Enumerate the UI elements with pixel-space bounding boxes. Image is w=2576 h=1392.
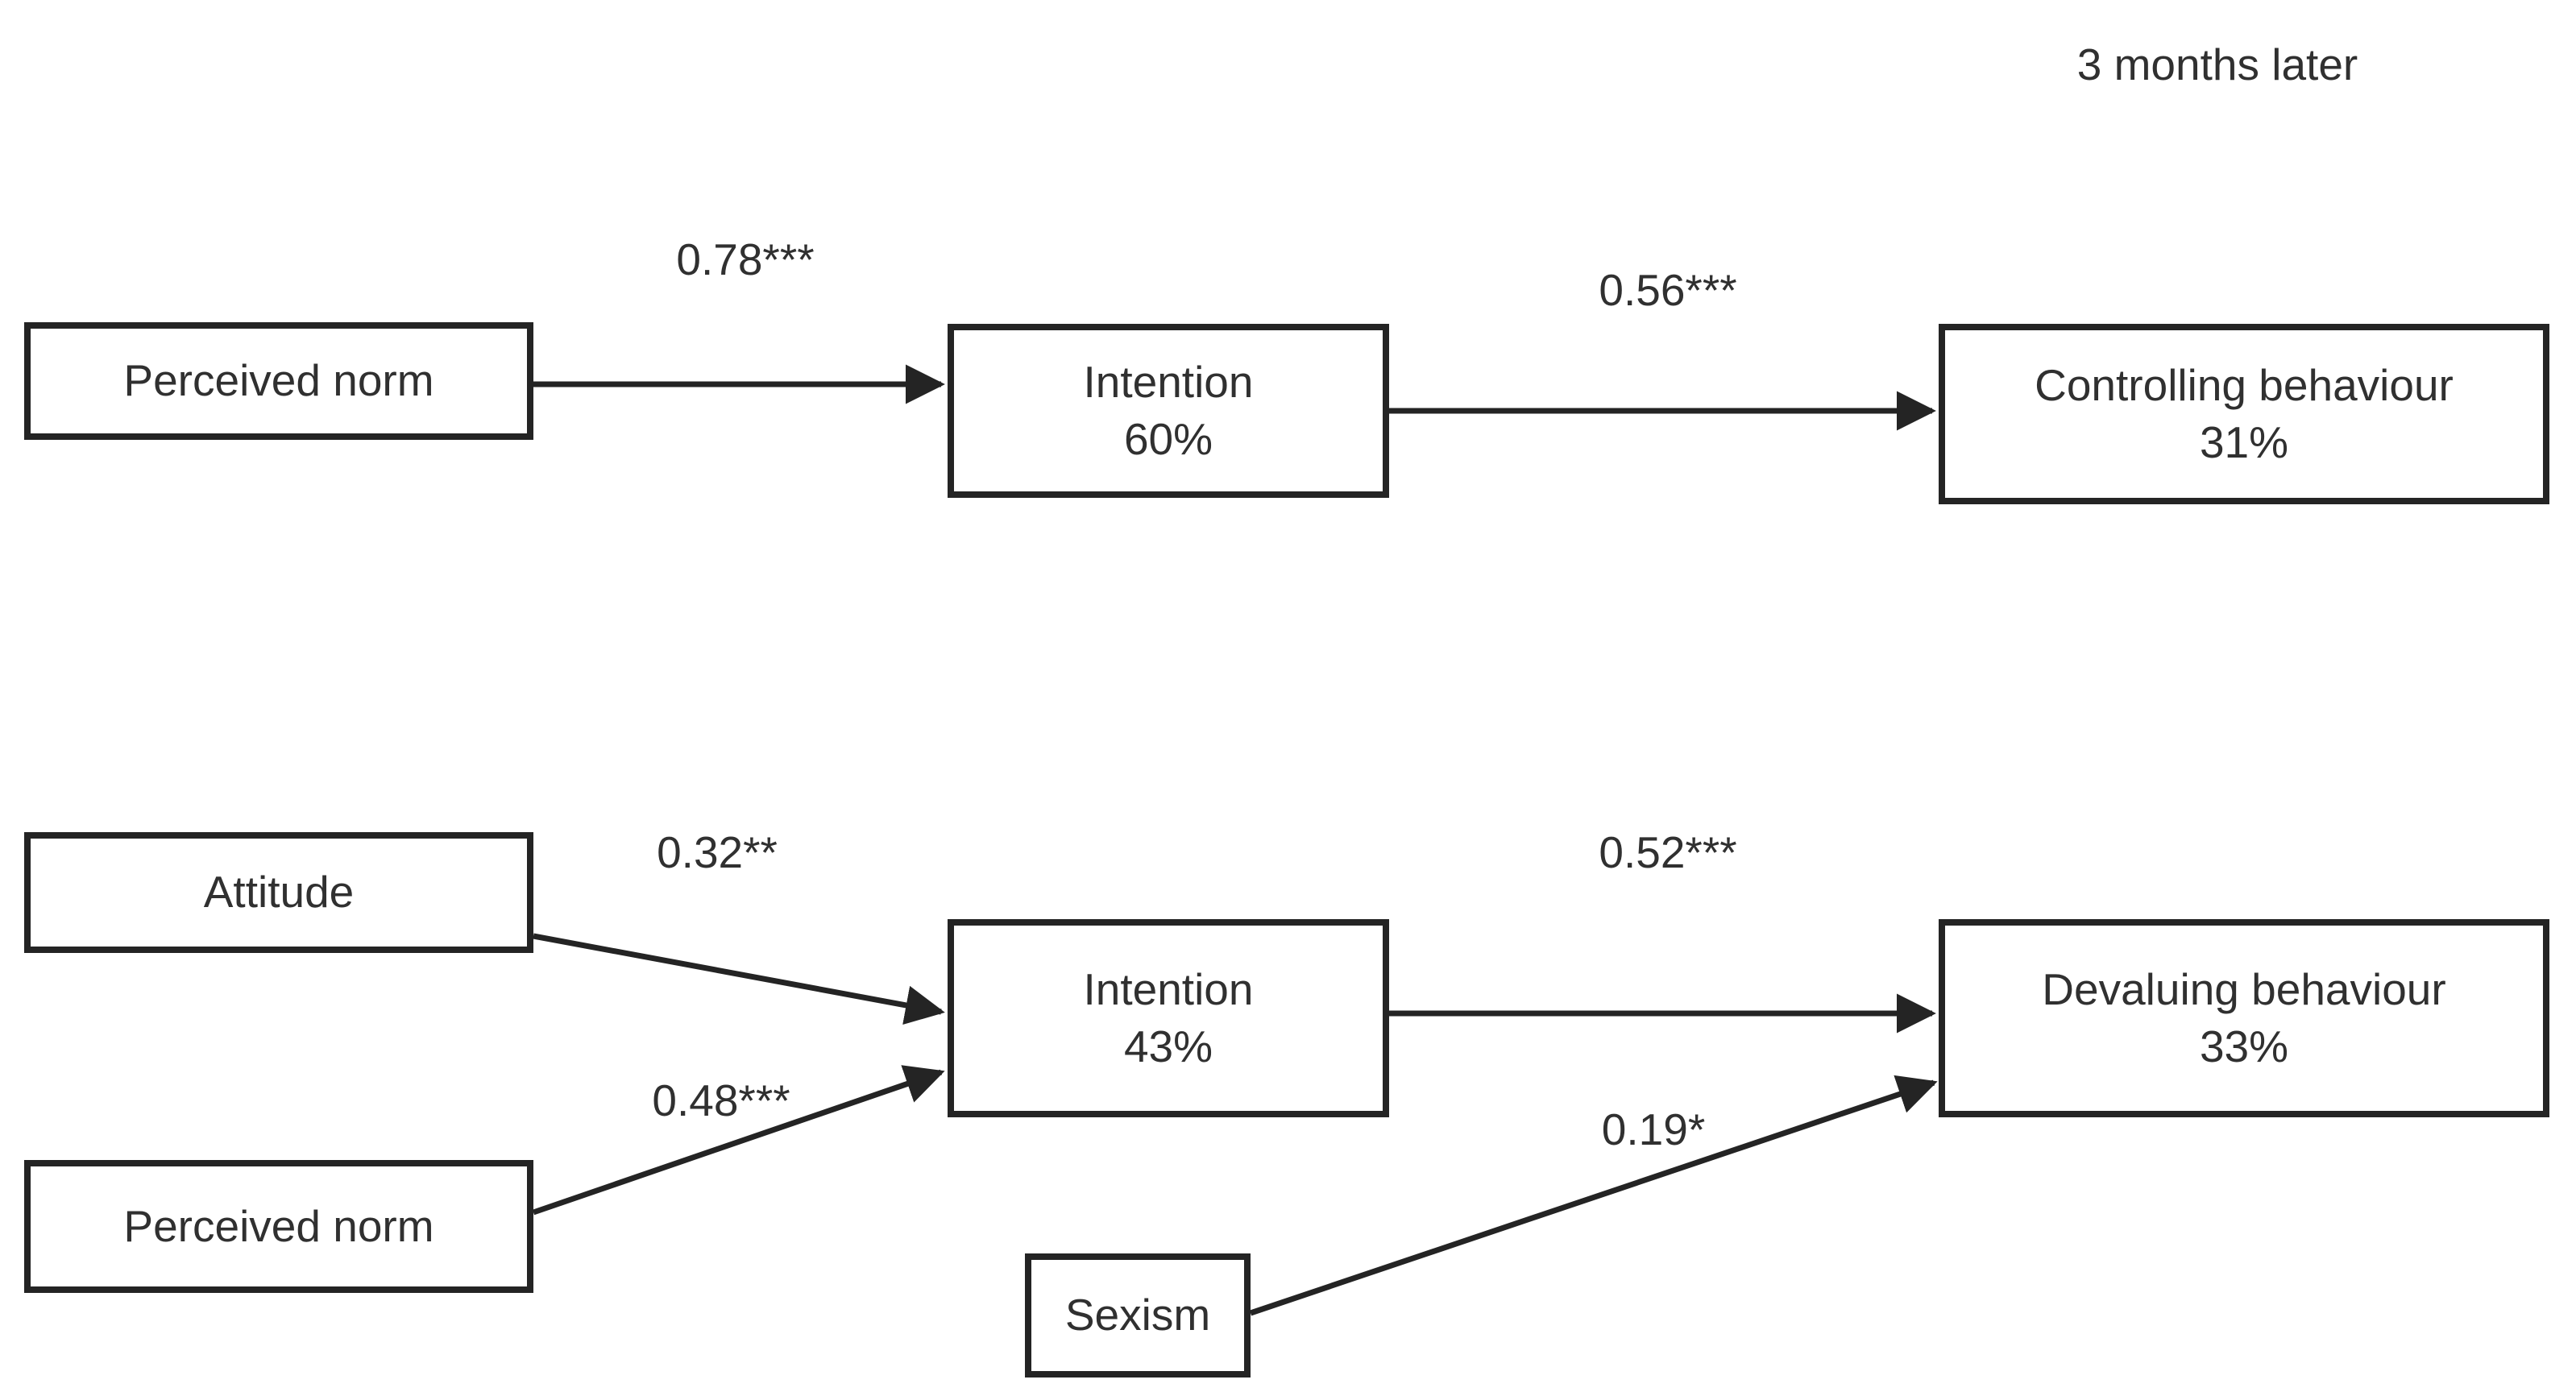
node-intention-bottom: Intention 43% <box>948 919 1389 1117</box>
coefficient-label-perceived-norm-bottom-intention: 0.48*** <box>652 1075 790 1125</box>
node-devaluing-behaviour: Devaluing behaviour 33% <box>1939 919 2549 1117</box>
coefficient-label-perceived-norm-intention: 0.78*** <box>676 234 815 284</box>
node-variance: 31% <box>2199 417 2289 467</box>
node-label: Perceived norm <box>123 355 434 406</box>
node-label: Intention <box>1083 356 1254 407</box>
node-variance: 60% <box>1123 414 1213 464</box>
coefficient-label-attitude-intention: 0.32** <box>657 827 778 877</box>
edge-sexism-to-devaluing-behaviour-arrow <box>1249 1075 1938 1316</box>
node-label: Intention <box>1083 963 1254 1014</box>
node-label: Sexism <box>1064 1290 1211 1340</box>
time-annotation: 3 months later <box>2076 39 2358 89</box>
node-sexism: Sexism <box>1025 1253 1251 1378</box>
node-label: Controlling behaviour <box>2035 359 2454 410</box>
node-perceived-norm-bottom: Perceived norm <box>24 1160 533 1293</box>
node-perceived-norm-top: Perceived norm <box>24 322 533 440</box>
node-intention-top: Intention 60% <box>948 324 1389 498</box>
node-label: Devaluing behaviour <box>2042 963 2446 1014</box>
node-label: Perceived norm <box>123 1200 434 1251</box>
edge-attitude-to-intention-arrow <box>533 933 945 1025</box>
node-variance: 43% <box>1123 1021 1213 1071</box>
edge-perceived-norm-bottom-to-intention-arrow <box>532 1065 945 1216</box>
node-attitude: Attitude <box>24 832 533 953</box>
coefficient-label-intention-devaluing: 0.52*** <box>1599 827 1737 877</box>
coefficient-label-sexism-devaluing: 0.19* <box>1601 1104 1706 1154</box>
node-controlling-behaviour: Controlling behaviour 31% <box>1939 324 2549 504</box>
coefficient-label-intention-controlling: 0.56*** <box>1599 265 1737 315</box>
node-variance: 33% <box>2199 1021 2289 1071</box>
node-label: Attitude <box>203 867 355 918</box>
